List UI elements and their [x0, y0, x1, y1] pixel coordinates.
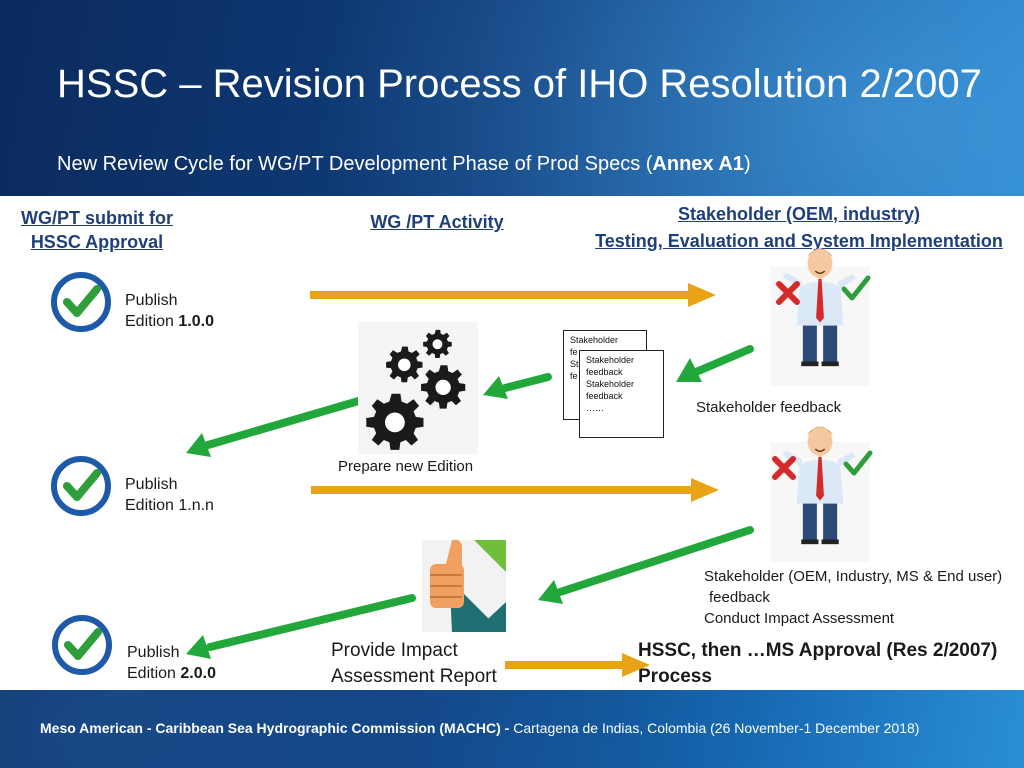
doc-back-line: Stakeholder — [570, 335, 619, 345]
arrow-orange-1 — [310, 283, 716, 307]
doc-front-line: …… — [586, 403, 604, 413]
footer-location: Cartagena de Indias, Colombia (26 Novemb… — [513, 720, 920, 736]
stakeholder-impact-line2: feedback — [709, 589, 770, 606]
feedback-document-front: Stakeholder feedback Stakeholder feedbac… — [579, 350, 664, 438]
arrow-green-3 — [186, 396, 366, 457]
subtitle-prefix: New Review Cycle for WG/PT Development P… — [57, 153, 653, 175]
publish-1-version: 1.0.0 — [178, 313, 214, 330]
header-right: Stakeholder (OEM, industry) Testing, Eva… — [574, 202, 1024, 253]
header-left: WG/PT submit for HSSC Approval — [8, 206, 186, 254]
publish-3-line1: Publish — [127, 644, 180, 661]
hssc-approval-label: HSSC, then …MS Approval (Res 2/2007) Pro… — [638, 638, 997, 690]
arrow-green-4 — [538, 526, 754, 604]
publish-1-line2: Edition 1.0.0 — [125, 311, 214, 332]
diagram-panel: WG/PT submit for HSSC Approval WG /PT Ac… — [0, 196, 1024, 690]
impact-report-line2: Assessment Report — [331, 666, 497, 687]
publish-2-label: Publish Edition 1.n.n — [125, 474, 214, 516]
check-icon — [55, 618, 109, 672]
publish-3-version: 2.0.0 — [180, 665, 216, 682]
hssc-approval-line2: Process — [638, 666, 712, 687]
publish-1-line1: Publish — [125, 292, 178, 309]
person-icon — [770, 425, 870, 562]
publish-3-prefix: Edition — [127, 665, 181, 682]
hssc-approval-line1: HSSC, then …MS Approval (Res 2/2007) — [638, 640, 998, 661]
prepare-edition-label: Prepare new Edition — [338, 458, 474, 475]
doc-front-line: feedback — [586, 367, 623, 377]
publish-2-line2: Edition 1.n.n — [125, 497, 214, 514]
header-middle: WG /PT Activity — [370, 212, 504, 232]
arrow-green-5 — [186, 594, 416, 659]
header-right-line1: Stakeholder (OEM, industry) — [677, 204, 921, 224]
subtitle-annex: Annex A1 — [652, 153, 744, 175]
footer-commission: Meso American - Caribbean Sea Hydrograph… — [40, 720, 514, 736]
stakeholder-impact-line3: Conduct Impact Assessment — [704, 610, 895, 627]
doc-back-line: St — [570, 359, 579, 369]
arrow-green-1 — [676, 345, 754, 382]
doc-back-line: fe — [570, 347, 578, 357]
thumbs-up-icon — [422, 539, 506, 632]
impact-report-line1: Provide Impact — [331, 640, 458, 661]
check-icon — [54, 275, 108, 329]
gears-icon — [358, 322, 478, 454]
stakeholder-impact-label: Stakeholder (OEM, Industry, MS & End use… — [704, 566, 1002, 629]
person-icon — [770, 247, 870, 386]
doc-front-line: feedback — [586, 391, 623, 401]
doc-front-line: Stakeholder — [586, 355, 635, 365]
publish-1-prefix: Edition — [125, 313, 179, 330]
arrow-orange-3 — [505, 653, 650, 677]
publish-3-line2: Edition 2.0.0 — [127, 663, 216, 684]
stakeholder-impact-line1: Stakeholder (OEM, Industry, MS & End use… — [704, 568, 1003, 585]
doc-back-line: fe — [570, 371, 578, 381]
header-left-line1: WG/PT submit for — [21, 208, 173, 228]
header-right-line2: Testing, Evaluation and System Implement… — [595, 231, 1003, 251]
slide-subtitle: New Review Cycle for WG/PT Development P… — [57, 150, 957, 178]
diagram-graphics — [0, 247, 1024, 677]
slide-title: HSSC – Revision Process of IHO Resolutio… — [57, 62, 982, 106]
arrow-orange-2 — [311, 478, 719, 502]
subtitle-suffix: ) — [743, 153, 751, 175]
publish-1-label: Publish Edition 1.0.0 — [125, 290, 214, 332]
publish-2-line1: Publish — [125, 476, 178, 493]
publish-3-label: Publish Edition 2.0.0 — [127, 642, 216, 684]
impact-report-label: Provide Impact Assessment Report — [331, 638, 497, 690]
check-icon — [54, 459, 108, 513]
doc-front-line: Stakeholder — [586, 379, 635, 389]
footer: Meso American - Caribbean Sea Hydrograph… — [40, 717, 1020, 739]
header-left-line2: HSSC Approval — [30, 232, 164, 252]
stakeholder-feedback-label: Stakeholder feedback — [696, 399, 842, 416]
arrow-green-2 — [483, 373, 552, 399]
